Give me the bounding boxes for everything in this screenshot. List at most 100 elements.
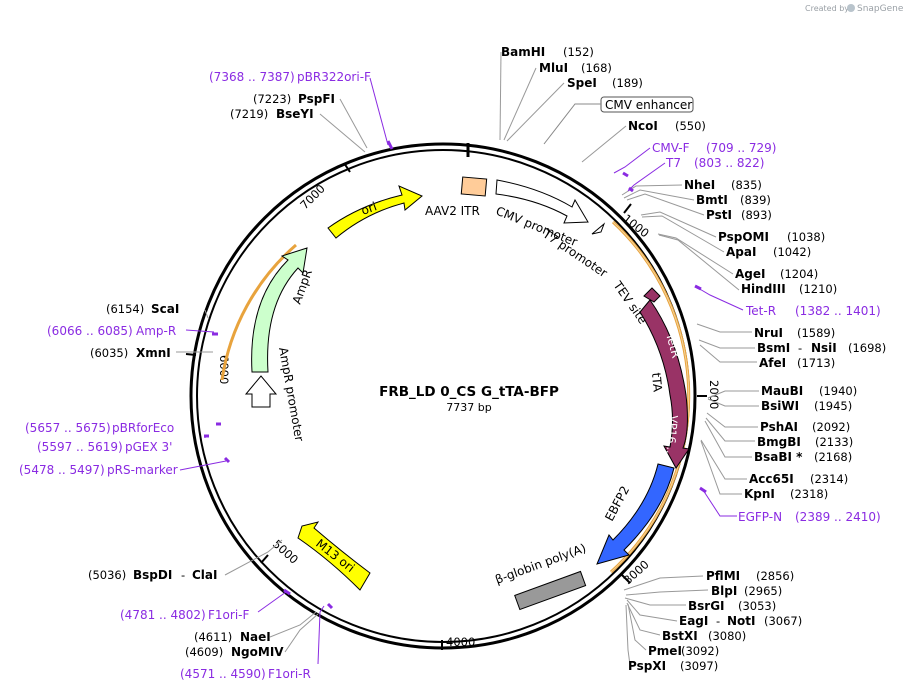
tick-2000: 2000: [707, 380, 721, 409]
site-kpni-name: KpnI: [744, 487, 775, 501]
site-pshai-pos: (2092): [812, 420, 850, 434]
feature-aav2-itr: [460, 176, 488, 197]
primer-ampr-name: Amp-R: [136, 324, 176, 338]
site-scai-pos: (6154): [106, 302, 144, 316]
site-agei-name: AgeI: [735, 267, 765, 281]
site-bsrgi-name: BsrGI: [688, 599, 725, 613]
primer-t7-name: T7: [665, 156, 681, 170]
site-apai-pos: (1042): [773, 245, 811, 259]
site-ncoi-name: NcoI: [628, 119, 658, 133]
site-bseyi-name: BseYI: [276, 107, 314, 121]
primer-egfpn-range: (2389 .. 2410): [795, 510, 881, 524]
site-noti-name: NotI: [727, 614, 756, 628]
primer-tetr-name: Tet-R: [745, 304, 776, 318]
site-pspfi-pos: (7223): [253, 92, 291, 106]
site-xmni-name: XmnI: [136, 346, 171, 360]
site-bspdi-pos: (5036): [88, 568, 126, 582]
site-pflmi-name: PflMI: [706, 569, 740, 583]
site-bsrgi-pos: (3053): [738, 599, 776, 613]
primer-cmvf-range: (709 .. 729): [706, 141, 776, 155]
feature-bglobin-polya: [514, 570, 587, 611]
site-blpi-pos: (2965): [744, 584, 782, 598]
plasmid-length: 7737 bp: [446, 401, 491, 414]
feature-ebfp2-label: EBFP2: [602, 484, 632, 524]
site-bmti-name: BmtI: [696, 193, 728, 207]
site-kpni-pos: (2318): [790, 487, 828, 501]
site-bsmi-dash: -: [798, 341, 802, 355]
site-pshai-name: PshAI: [760, 420, 798, 434]
site-bmti-pos: (839): [740, 193, 771, 207]
feature-m13-ori: [297, 521, 371, 591]
orf-tta-arc-inner: [610, 221, 690, 573]
site-bamhi-name: BamHI: [501, 45, 545, 59]
site-nsii-name: NsiI: [811, 341, 837, 355]
site-bmgbi-name: BmgBI: [757, 435, 801, 449]
site-pspfi-name: PspFI: [298, 92, 335, 106]
site-bstxi-pos: (3080): [708, 629, 746, 643]
site-blpi-name: BlpI: [711, 584, 737, 598]
feature-m13-ori-label: M13 ori: [313, 536, 357, 575]
site-xmni-pos: (6035): [90, 346, 128, 360]
site-psti-pos: (893): [741, 208, 772, 222]
site-bsabi-name: BsaBI *: [754, 450, 803, 464]
site-acc65i-pos: (2314): [810, 472, 848, 486]
site-eagi-dash: -: [716, 614, 720, 628]
feature-tta-label: tTA: [649, 372, 665, 393]
feature-ampr: [251, 247, 308, 373]
site-agei-pos: (1204): [780, 267, 818, 281]
primer-f1orif-range: (4781 .. 4802): [120, 608, 206, 622]
site-scai-name: ScaI: [151, 302, 179, 316]
feature-tev-site: [643, 287, 661, 303]
feature-ampr-promoter: [244, 375, 278, 408]
credit-brand: SnapGene: [857, 4, 903, 14]
primer-f1orir-range: (4571 .. 4590): [180, 667, 266, 681]
site-nhei-pos: (835): [731, 178, 762, 192]
snapgene-logo-icon: [847, 4, 855, 12]
site-hindiii-pos: (1210): [799, 282, 837, 296]
site-noti-pos: (3067): [764, 614, 802, 628]
site-acc65i-name: Acc65I: [749, 472, 794, 486]
site-pspxi-name: PspXI: [628, 659, 666, 673]
site-maubi-name: MauBI: [761, 384, 803, 398]
site-bseyi-pos: (7219): [230, 107, 268, 121]
site-bsabi-pos: (2168): [814, 450, 852, 464]
primer-pbrforeco-range: (5657 .. 5675): [25, 421, 111, 435]
feature-vp16-label: VP16...: [664, 415, 680, 455]
site-bsiwi-pos: (1945): [814, 399, 852, 413]
site-pspomi-name: PspOMI: [718, 230, 769, 244]
primer-t7-range: (803 .. 822): [694, 156, 764, 170]
tick-marks: [185, 162, 707, 650]
site-naei-name: NaeI: [240, 630, 271, 644]
site-naei-pos: (4611): [194, 630, 232, 644]
site-bspdi-dash: -: [181, 568, 185, 582]
feature-cmv-promoter: [495, 179, 589, 224]
site-spei-name: SpeI: [567, 76, 597, 90]
site-clai-name: ClaI: [192, 568, 217, 582]
site-apai-name: ApaI: [726, 245, 756, 259]
credit-prefix: Created by: [805, 4, 849, 13]
feature-ampr-promoter-label: AmpR promoter: [276, 346, 306, 442]
site-nsii-pos: (1698): [848, 341, 886, 355]
feature-ebfp2: [596, 463, 675, 565]
site-pspxi-pos: (3097): [680, 659, 718, 673]
feature-ori: ori: [327, 185, 423, 239]
plasmid-name: FRB_LD 0_CS G_tTA-BFP: [379, 384, 559, 400]
site-ngomiv-name: NgoMIV: [231, 645, 284, 659]
site-bspdi-name: BspDI: [133, 568, 172, 582]
site-spei-pos: (189): [612, 76, 643, 90]
primer-f1orir-name: F1ori-R: [268, 667, 311, 681]
primer-ticks: [204, 140, 707, 610]
site-hindiii-name: HindIII: [741, 282, 786, 296]
site-pspomi-pos: (1038): [787, 230, 825, 244]
site-afei-name: AfeI: [759, 356, 786, 370]
primer-prs-range: (5478 .. 5497): [19, 463, 105, 477]
feature-t7-promoter: [591, 222, 606, 235]
feature-tetr-label: TetR: [663, 330, 683, 359]
site-bsmi-name: BsmI: [757, 341, 790, 355]
feature-ori-label: ori: [359, 199, 378, 217]
orf-ampr-arc: [220, 243, 297, 381]
site-maubi-pos: (1940): [819, 384, 857, 398]
primer-pgex3-name: pGEX 3': [125, 440, 172, 454]
primer-pbr322-range: (7368 .. 7387): [209, 70, 295, 84]
